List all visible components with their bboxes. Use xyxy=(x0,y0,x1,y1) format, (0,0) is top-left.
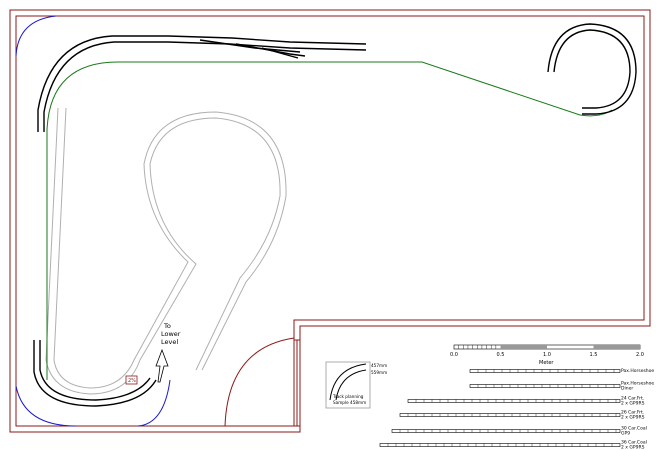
lower-loop-inner xyxy=(39,340,151,401)
legend-caption-1: Track planning xyxy=(332,394,364,399)
direction-arrow-icon xyxy=(155,348,169,383)
scale-tick-label: 1.0 xyxy=(543,352,551,358)
upper-track-inner xyxy=(43,41,367,132)
radius-sample-inner xyxy=(335,369,367,401)
ramp-to-lower-level xyxy=(45,107,287,395)
outer-wall xyxy=(9,9,651,433)
ramp-outer-line xyxy=(45,107,281,395)
yard-lead-3 xyxy=(261,47,299,59)
upper-level-track xyxy=(37,35,367,132)
yard-lead-2 xyxy=(235,43,306,57)
scale-tick-label: 0.5 xyxy=(497,352,505,358)
annotation-line-3: Level xyxy=(161,338,178,346)
easement-bottom-right xyxy=(137,379,171,427)
scale-bar-segment xyxy=(593,345,640,349)
lower-loop-outer xyxy=(33,340,157,407)
scale-tick-label: 2.0 xyxy=(636,352,644,358)
inner-wall xyxy=(15,15,645,427)
easement-top-left xyxy=(15,15,57,57)
right-helix xyxy=(547,23,637,115)
room-walls xyxy=(9,9,651,433)
scale-unit-label: Meter xyxy=(539,360,554,366)
radius-sample-outer xyxy=(329,363,367,401)
scale-tick-label: 0.0 xyxy=(450,352,458,358)
train-length-label: 30 Car.Coal xyxy=(621,426,647,432)
mainline-track xyxy=(46,61,613,380)
easement-curves xyxy=(15,15,171,427)
legend-caption-2: Sample 458mm xyxy=(333,400,366,405)
train-length-bar xyxy=(469,369,621,373)
helix-outer xyxy=(547,23,637,115)
train-length-label: 36 Car.Coal xyxy=(621,440,647,446)
door-swing-arc xyxy=(224,337,295,427)
lower-left-loop xyxy=(33,340,157,407)
upper-track-outer xyxy=(37,35,367,132)
train-length-bar xyxy=(469,384,621,388)
scale-bar-segment xyxy=(500,345,547,349)
annotation-line-2: Lower xyxy=(161,330,181,338)
ramp-inner-line xyxy=(53,107,287,389)
train-length-bar xyxy=(399,413,621,417)
grade-marker-text: 2% xyxy=(128,378,136,384)
radius-label-inner: 559mm xyxy=(371,370,387,375)
train-length-label: Pax.Horseshoe xyxy=(621,368,654,374)
train-length-label: Diner xyxy=(621,386,633,392)
radius-label-outer: 457mm xyxy=(371,363,387,368)
train-length-label: 2 x GP9RS xyxy=(621,401,645,407)
grade-marker: 2% xyxy=(125,375,138,385)
grade-marker-box xyxy=(125,375,138,385)
lower-level-annotation: To Lower Level xyxy=(155,322,181,383)
train-length-label: 2 x GP9RS xyxy=(621,415,645,421)
radius-legend: 457mm 559mm Track planning Sample 458mm xyxy=(325,361,387,409)
annotation-line-1: To xyxy=(163,322,171,330)
helix-inner xyxy=(553,29,631,109)
train-length-label: 26 Car.Frt. xyxy=(621,410,644,416)
train-length-label: Pax.Horseshoe xyxy=(621,381,654,387)
train-length-label: 2 x GP9RS xyxy=(621,445,645,450)
train-length-bar xyxy=(407,399,621,403)
scale-tick-label: 1.5 xyxy=(590,352,598,358)
train-length-label: GP9 xyxy=(621,431,630,437)
easement-bottom-left xyxy=(15,385,77,427)
train-length-label: 24 Car.Frt. xyxy=(621,396,644,402)
train-length-bar xyxy=(391,429,621,433)
